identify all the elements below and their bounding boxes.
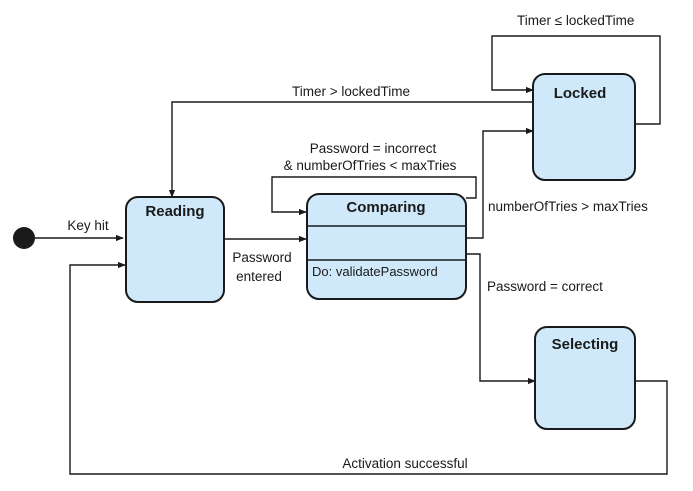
label-timer-gt: Timer > lockedTime [292,84,410,99]
edge-locked-self [491,35,661,125]
state-selecting-title: Selecting [552,336,619,353]
edge-comparing-to-selecting [466,253,536,385]
state-locked-title: Locked [554,85,607,102]
state-selecting: Selecting [534,326,636,430]
label-activation-successful: Activation successful [342,456,467,471]
label-tries-exceeded: numberOfTries > maxTries [488,199,648,214]
label-timer-le: Timer ≤ lockedTime [517,13,634,28]
state-locked: Locked [532,73,636,181]
label-password-entered-line1: Password [232,250,291,265]
state-comparing-activity: Do: validatePassword [312,264,438,279]
edge-selecting-to-reading [69,261,668,475]
state-comparing: Comparing Do: validatePassword [306,193,467,300]
edge-comparing-to-locked [466,127,534,239]
initial-state [13,227,35,249]
state-reading: Reading [125,196,225,303]
label-password-incorrect-line2: & numberOfTries < maxTries [284,158,457,173]
label-password-incorrect-line1: Password = incorrect [310,141,437,156]
edge-comparing-self [271,176,477,216]
label-key-hit: Key hit [67,218,109,233]
state-comparing-title: Comparing [346,199,425,216]
label-password-correct: Password = correct [487,279,603,294]
edge-locked-to-reading [168,101,533,198]
label-password-entered-line2: entered [236,269,282,284]
state-reading-title: Reading [145,203,204,220]
